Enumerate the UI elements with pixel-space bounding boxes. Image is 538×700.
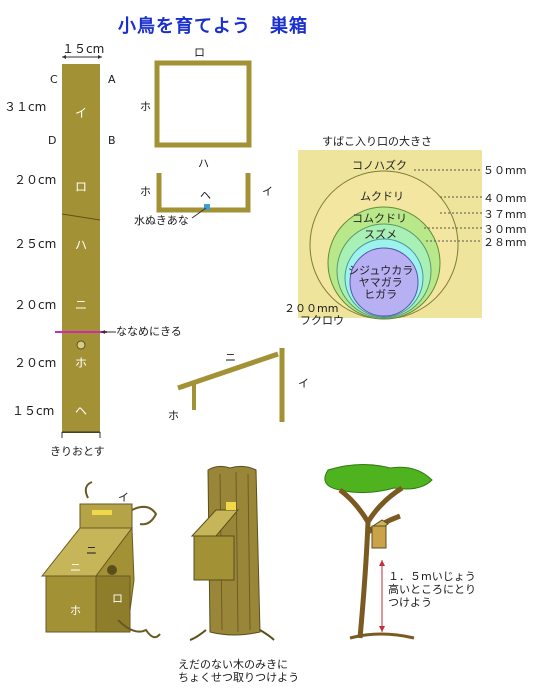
size-40mm: ４０mm xyxy=(483,192,527,205)
entrance-hole-mark xyxy=(76,340,86,350)
front-view-top-label: ハ xyxy=(198,157,209,170)
height-note: １．５mいじょう 高いところにとり つけよう xyxy=(388,570,476,609)
trunk-mounted-birdhouse xyxy=(189,465,275,641)
width-dimension-arrow xyxy=(62,55,102,59)
board-width-label: １５cm xyxy=(62,42,105,56)
roof-base-label: ホ xyxy=(168,409,179,422)
size-30mm: ３０mm xyxy=(483,223,527,236)
bird-shijukara: シジュウカラ ヤマガラ ヒガラ xyxy=(348,264,414,301)
front-view-right-label: イ xyxy=(262,185,273,198)
diagonal-cut-note: ななめにきる xyxy=(116,325,182,338)
size-28mm: ２８mm xyxy=(483,236,527,249)
segment-ro-length: ２０cm xyxy=(14,173,57,187)
board-segment-ro: ロ xyxy=(62,150,100,215)
drain-hole xyxy=(204,204,210,210)
drain-hole-note: 水ぬきあな xyxy=(134,214,189,227)
corner-c-label: C xyxy=(50,73,58,86)
assembled-label-ni: ニ xyxy=(70,561,81,574)
front-view-left-label: ホ xyxy=(140,185,151,198)
segment-ho-length: ２０cm xyxy=(14,356,57,370)
bird-komukudori: コムクドリ xyxy=(352,212,407,225)
top-view-label: ロ xyxy=(194,46,205,59)
size-leader-lines xyxy=(414,169,482,242)
size-50mm: ５０mm xyxy=(483,164,527,177)
segment-he-length: １５cm xyxy=(12,404,55,418)
corner-d-label: D xyxy=(48,134,57,147)
drain-note-arrow xyxy=(191,207,207,219)
entrance-size-title: すばこ入り口の大きさ xyxy=(322,135,432,148)
mount-note: えだのない木のみきに ちょくせつ取りつけよう xyxy=(178,658,300,684)
assembled-label-ho: ホ xyxy=(70,604,81,617)
page-title: 小鳥を育てよう 巣箱 xyxy=(118,16,308,37)
board-cut-lines xyxy=(55,213,107,438)
bird-suzume: スズメ xyxy=(364,228,397,241)
corner-a-label: A xyxy=(108,73,116,86)
assembled-label-ni-upper: ニ xyxy=(86,544,97,557)
top-view-frame xyxy=(154,60,252,148)
bird-mukudori: ムクドリ xyxy=(360,190,404,203)
board-segment-ni: ニ xyxy=(62,284,100,335)
diagonal-cut-arrow xyxy=(101,330,116,334)
tree-with-birdhouse xyxy=(324,464,433,640)
board-segment-he: ヘ xyxy=(62,386,100,433)
board-segment-ha: ハ xyxy=(62,214,100,285)
segment-ha-length: ２５cm xyxy=(14,237,57,251)
size-37mm: ３７mm xyxy=(483,208,527,221)
front-view-center-label: ヘ xyxy=(200,189,211,202)
roof-post-label: イ xyxy=(298,377,309,390)
bird-konohazuku: コノハズク xyxy=(352,159,407,172)
owl-name: フクロウ xyxy=(300,314,344,327)
segment-ni-length: ２０cm xyxy=(14,298,57,312)
assembled-birdhouse xyxy=(40,481,161,639)
cut-off-note: きりおとす xyxy=(50,445,105,458)
corner-b-label: B xyxy=(108,134,116,147)
assembled-label-ro: ロ xyxy=(112,592,123,605)
segment-i-length: ３１cm xyxy=(4,100,47,114)
roof-label: ニ xyxy=(225,351,236,364)
roof-assembly-sketch xyxy=(177,348,285,422)
size-circle-28 xyxy=(349,247,419,317)
owl-size: ２００mm xyxy=(284,302,339,315)
assembled-label-i: イ xyxy=(118,491,129,504)
board-segment-i: イ xyxy=(62,64,100,151)
top-view-side-label: ホ xyxy=(140,100,151,113)
entrance-size-diagram xyxy=(298,150,482,320)
